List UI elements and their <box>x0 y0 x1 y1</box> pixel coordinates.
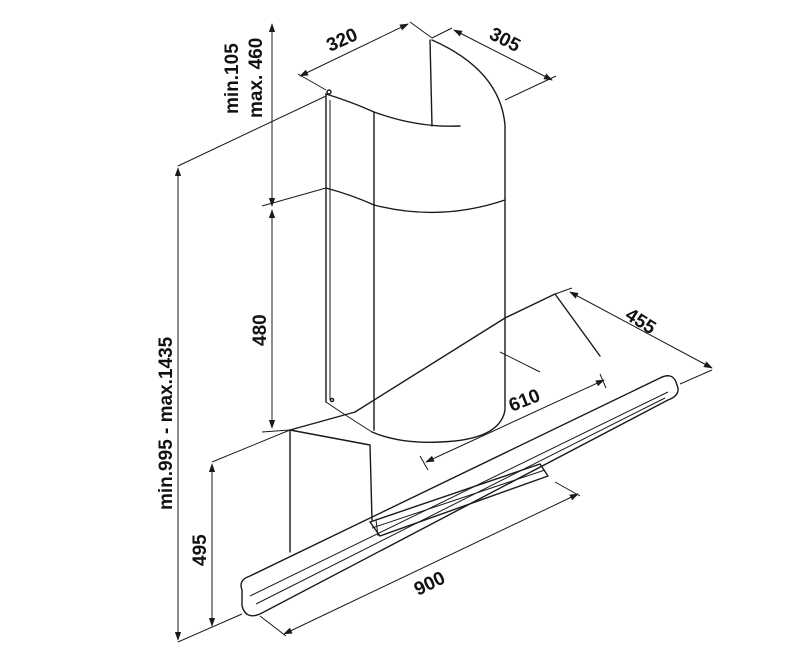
dimension-chimney-width: 320 <box>297 21 433 91</box>
dimension-total-height: min.995 - max.1435 <box>156 95 327 643</box>
dimension-hood-depth: 455 <box>554 287 713 385</box>
label-chimney-lower: 480 <box>250 314 271 346</box>
label-hood-width: 610 <box>506 385 543 416</box>
label-hood-depth: 455 <box>621 304 659 339</box>
dimension-glass-height: 495 <box>190 429 291 627</box>
label-chimney-width: 320 <box>323 24 361 56</box>
dimension-chimney-lower: 480 <box>250 209 291 433</box>
label-chimney-top-max: max. 460 <box>246 38 267 118</box>
label-total-height: min.995 - max.1435 <box>156 336 177 510</box>
dimension-chimney-top: min.105 max. 460 <box>222 23 327 207</box>
dimension-hood-width: 610 <box>419 373 607 471</box>
label-chimney-top-min: min.105 <box>222 43 243 114</box>
chimney <box>325 39 506 443</box>
label-canopy-width: 900 <box>411 568 449 601</box>
label-glass-height: 495 <box>190 534 211 566</box>
label-chimney-depth: 305 <box>486 24 524 57</box>
glass-canopy <box>240 375 679 617</box>
